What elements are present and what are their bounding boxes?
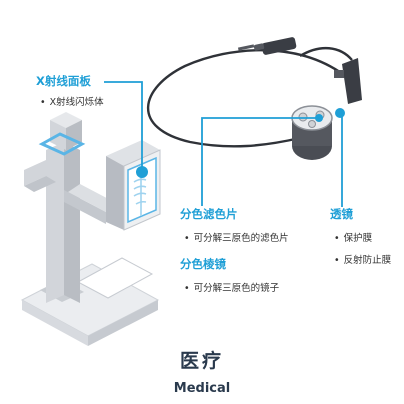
lens-title: 透镜 <box>330 207 353 221</box>
color-prism-bullet-1: 可分解三原色的镜子 <box>184 280 280 294</box>
xray-panel <box>106 140 161 231</box>
xray-panel-title: X射线面板 <box>36 74 91 88</box>
xray-stand <box>20 112 160 346</box>
lens-bullet-2: 反射防止膜 <box>334 252 392 266</box>
callout-lines <box>104 81 343 207</box>
color-filter-title: 分色滤色片 <box>180 207 238 221</box>
color-filter-bullet-1: 可分解三原色的滤色片 <box>184 230 289 244</box>
section-title: 医疗 <box>179 350 224 372</box>
lens-bullet-1: 保护膜 <box>334 230 373 244</box>
section-subtitle: Medical <box>173 381 231 396</box>
xray-panel-bullet-1: X射线闪烁体 <box>40 94 104 108</box>
endoscope <box>147 37 362 160</box>
color-prism-title: 分色棱镜 <box>180 257 226 271</box>
